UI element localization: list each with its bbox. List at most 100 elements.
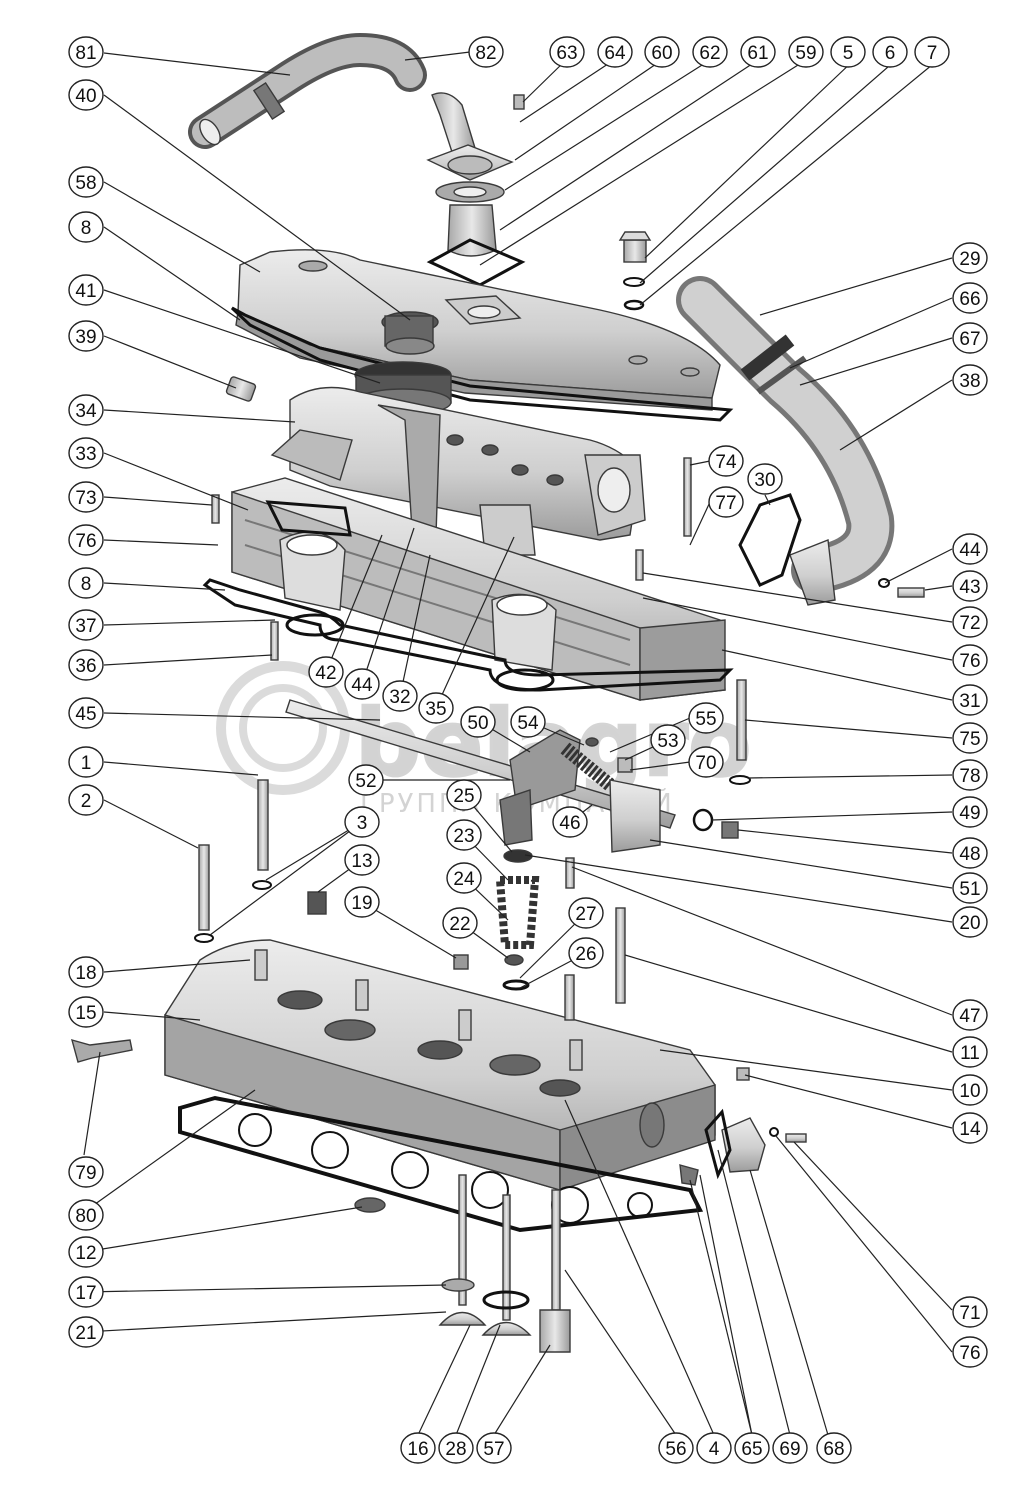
callout-number: 58 (75, 173, 96, 194)
callout-circle (952, 364, 988, 396)
callout-number: 48 (959, 844, 980, 865)
callout-26: 26 (568, 937, 604, 969)
bolt-71 (785, 1133, 807, 1143)
callout-79: 79 (68, 1156, 104, 1188)
callout-45: 45 (68, 697, 104, 729)
callout-67: 67 (952, 322, 988, 354)
callout-number: 13 (351, 851, 372, 872)
callout-circle (788, 36, 824, 68)
callout-53: 53 (650, 724, 686, 756)
callout-circle (952, 322, 988, 354)
callout-circle (344, 806, 380, 838)
bolt-36 (270, 621, 279, 661)
callout-22: 22 (442, 907, 478, 939)
callout-circle (438, 1432, 474, 1464)
side-cover (721, 1117, 766, 1173)
callout-circle (442, 907, 478, 939)
callout-55: 55 (688, 702, 724, 734)
callout-circle (468, 36, 504, 68)
callout-11: 11 (952, 1036, 988, 1068)
thermostat-housing (426, 92, 526, 302)
callout-77: 77 (708, 486, 744, 518)
callout-circle (68, 746, 104, 778)
callout-circle (68, 1316, 104, 1348)
callout-48: 48 (952, 837, 988, 869)
callout-number: 51 (959, 879, 980, 900)
callout-number: 23 (453, 826, 474, 847)
valve-cover-gasket (230, 306, 734, 422)
bolt-75 (736, 679, 747, 761)
callout-number: 21 (75, 1323, 96, 1344)
callout-54: 54 (510, 706, 546, 738)
callout-circle (952, 837, 988, 869)
callout-40: 40 (68, 79, 104, 111)
callout-number: 52 (355, 771, 376, 792)
callout-number: 30 (754, 470, 775, 491)
callout-number: 76 (959, 1343, 980, 1364)
callout-52: 52 (348, 764, 384, 796)
callout-16: 16 (400, 1432, 436, 1464)
callout-7: 7 (914, 36, 950, 68)
callout-circle (68, 996, 104, 1028)
callout-number: 43 (959, 577, 980, 598)
callout-number: 37 (75, 616, 96, 637)
callout-circle (418, 692, 454, 724)
callout-68: 68 (816, 1432, 852, 1464)
callout-number: 57 (483, 1439, 504, 1460)
callout-80: 80 (68, 1199, 104, 1231)
callout-25: 25 (446, 779, 482, 811)
callout-32: 32 (382, 680, 418, 712)
pushrod-short (565, 857, 575, 889)
callout-number: 40 (75, 86, 96, 107)
callout-circle (68, 1276, 104, 1308)
callout-circle (952, 759, 988, 791)
callout-number: 18 (75, 963, 96, 984)
callout-circle (344, 668, 380, 700)
washer-49 (692, 808, 714, 832)
callout-18: 18 (68, 956, 104, 988)
callout-4: 4 (696, 1432, 732, 1464)
callout-49: 49 (952, 796, 988, 828)
callout-51: 51 (952, 872, 988, 904)
callout-circle (68, 320, 104, 352)
callout-number: 33 (75, 444, 96, 465)
callout-circle (68, 784, 104, 816)
callout-circle (734, 1432, 770, 1464)
callout-number: 12 (75, 1243, 96, 1264)
callout-15: 15 (68, 996, 104, 1028)
callout-71: 71 (952, 1296, 988, 1328)
callout-number: 3 (357, 813, 368, 834)
callout-number: 22 (449, 914, 470, 935)
callout-number: 75 (959, 729, 980, 750)
callout-circle (747, 463, 783, 495)
callout-circle (692, 36, 728, 68)
callout-circle (549, 36, 585, 68)
callout-36: 36 (68, 649, 104, 681)
fitting-65 (679, 1164, 699, 1186)
callout-number: 44 (959, 540, 981, 561)
callout-39: 39 (68, 320, 104, 352)
callout-number: 76 (959, 651, 980, 672)
callout-number: 56 (665, 1439, 686, 1460)
callout-circle (568, 897, 604, 929)
callout-number: 64 (604, 43, 626, 64)
callout-circle (68, 437, 104, 469)
callout-number: 32 (389, 687, 410, 708)
callout-number: 25 (453, 786, 474, 807)
valve-cover (235, 249, 721, 411)
callout-number: 2 (81, 791, 92, 812)
callout-42: 42 (308, 656, 344, 688)
callout-number: 69 (779, 1439, 800, 1460)
callout-37: 37 (68, 609, 104, 641)
callout-23: 23 (446, 819, 482, 851)
callout-number: 16 (407, 1439, 428, 1460)
stud-2 (198, 844, 210, 931)
callout-circle (952, 1074, 988, 1106)
callout-circle (344, 886, 380, 918)
callout-57: 57 (476, 1432, 512, 1464)
cup-plug (354, 1197, 386, 1213)
callout-circle (68, 211, 104, 243)
callout-circle (446, 819, 482, 851)
callout-66: 66 (952, 282, 988, 314)
callout-circle (952, 606, 988, 638)
